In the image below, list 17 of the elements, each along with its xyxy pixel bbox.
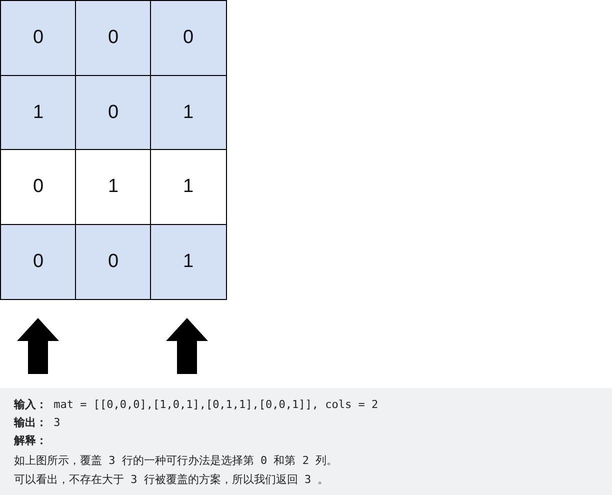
matrix-cell: 0	[0, 224, 76, 300]
matrix-cell: 0	[150, 0, 226, 76]
matrix-cell: 0	[75, 0, 152, 76]
matrix-cell: 0	[75, 224, 152, 300]
label-line: 输出： 3	[14, 416, 60, 430]
matrix-cell: 1	[150, 224, 226, 300]
matrix-cell: 1	[150, 74, 226, 150]
matrix-cell: 0	[75, 74, 152, 150]
matrix-cell: 1	[75, 149, 152, 225]
matrix-cell: 0	[0, 0, 76, 76]
matrix-cell: 0	[0, 149, 76, 225]
label-line: 解释：	[14, 434, 47, 448]
matrix-cell: 1	[150, 149, 226, 225]
explanation-text: 可以看出，不存在大于 3 行被覆盖的方案，所以我们返回 3 。	[14, 473, 329, 487]
label-line: 输入： mat = [[0,0,0],[1,0,1],[0,1,1],[0,0,1]], cols = 2	[14, 398, 378, 412]
explanation-text: 如上图所示，覆盖 3 行的一种可行办法是选择第 0 和第 2 列。	[14, 454, 338, 468]
matrix-cell: 1	[0, 74, 76, 150]
